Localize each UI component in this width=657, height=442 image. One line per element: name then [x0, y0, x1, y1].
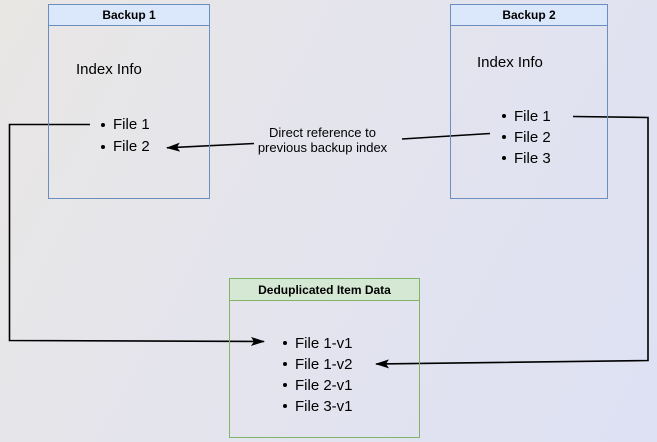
annotation-line-2: previous backup index [257, 140, 388, 155]
list-item: File 1-v1 [283, 333, 353, 354]
list-item: File 3-v1 [283, 396, 353, 417]
list-item: File 1-v2 [283, 354, 353, 375]
backup2-index-info-label: Index Info [477, 54, 543, 71]
list-item: File 2 [502, 127, 551, 148]
backup2-title: Backup 2 [451, 5, 607, 26]
direct-reference-annotation: Direct reference to previous backup inde… [245, 125, 400, 155]
list-item: File 1 [101, 114, 150, 136]
list-item: File 2-v1 [283, 375, 353, 396]
dedup-title: Deduplicated Item Data [230, 279, 419, 301]
list-item: File 1 [502, 106, 551, 127]
list-item: File 2 [101, 136, 150, 158]
backup1-title: Backup 1 [49, 5, 209, 26]
list-item: File 3 [502, 148, 551, 169]
backup1-index-info-label: Index Info [76, 61, 142, 78]
annotation-line-1: Direct reference to [269, 125, 376, 140]
